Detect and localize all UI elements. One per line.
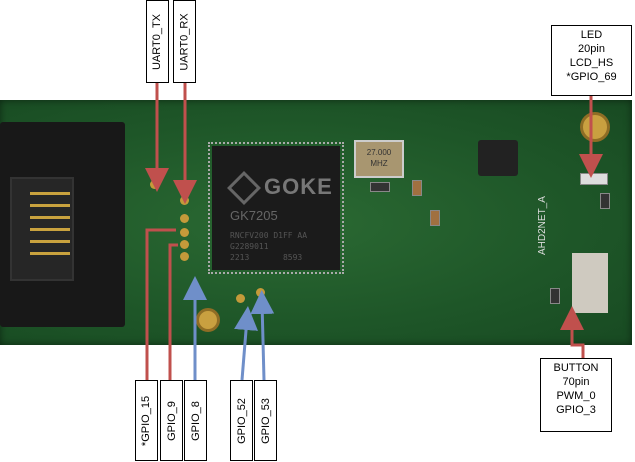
mount-hole (196, 308, 220, 332)
label-gpio52: GPIO_52 (230, 380, 253, 461)
label-gpio8: GPIO_8 (184, 380, 207, 461)
gpio15-line (145, 228, 176, 380)
inductor (478, 140, 518, 176)
label-gpio15: *GPIO_15 (135, 380, 158, 461)
label-gpio9: GPIO_9 (160, 380, 183, 461)
label-uart-rx: UART0_RX (173, 0, 196, 83)
soc-chip: GOKE GK7205 RNCFV200 D1FF AA G2289011 22… (208, 142, 344, 274)
ethernet-jack (0, 122, 125, 327)
label-uart-tx: UART0_TX (146, 0, 169, 83)
gpio9-line (168, 243, 178, 380)
label-gpio53: GPIO_53 (254, 380, 277, 461)
crystal: 27.000 MHZ (354, 140, 404, 178)
button-line (560, 306, 585, 358)
gpio53-line (250, 290, 275, 381)
button-connector (572, 253, 608, 313)
gpio52-line (234, 306, 258, 381)
mount-hole (580, 112, 610, 142)
